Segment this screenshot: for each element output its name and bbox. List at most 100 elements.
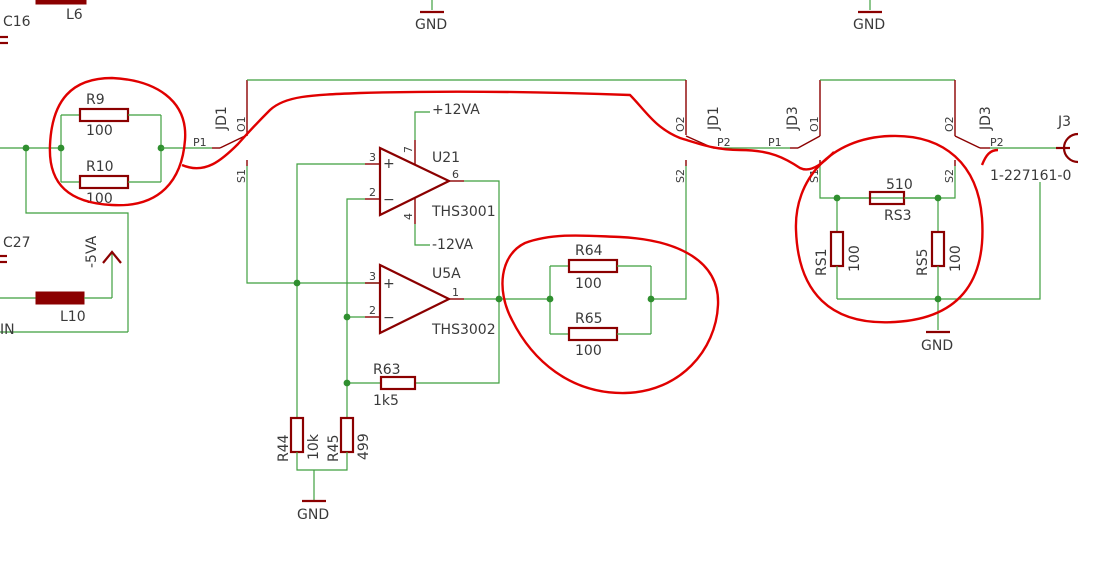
r63-value: 1k5: [373, 393, 399, 409]
jd1-s1-label: S1: [235, 169, 248, 183]
r9-value: 100: [86, 123, 113, 139]
rs3-value: 510: [886, 177, 913, 193]
u5a-pin3-num: 3: [369, 270, 376, 283]
junction-rs1-top: [833, 194, 841, 202]
annotation-tick-right: [980, 148, 999, 166]
u21-out-net: [415, 180, 500, 384]
jd1-p2-label: P2: [717, 136, 731, 149]
rs5-resistor[interactable]: [930, 230, 946, 268]
annotation-circle-attenuator: [794, 134, 984, 324]
j3-connector: J3 1-227161-0: [990, 114, 1079, 184]
u21-minus: −: [383, 192, 395, 208]
u21-opamp: 3 2 + − 6 7 4 U21 THS3001 +12VA -12VA: [296, 102, 500, 418]
annotation-circle-r64-r65: [501, 234, 720, 395]
jd1-o2-label: O2: [674, 116, 687, 132]
r64-r65-parallel: R64 100 R65 100: [546, 243, 655, 359]
r65-ref: R65: [575, 311, 603, 327]
u21-pin4-num: 4: [402, 213, 415, 220]
u5a-triangle[interactable]: [378, 263, 452, 335]
j3-ref: J3: [1057, 114, 1071, 130]
jd1-relay-left: P1 O1 S1 JD1: [193, 80, 380, 284]
neg12va-label: -12VA: [432, 237, 474, 253]
jd1-ref-right: JD1: [706, 106, 722, 131]
pos12va-wire: [414, 111, 430, 140]
neg5va-label: -5VA: [84, 235, 100, 268]
u21-pin3-num: 3: [369, 151, 376, 164]
jd1-p1-label: P1: [193, 136, 207, 149]
u21-pin6-num: 6: [452, 168, 459, 181]
jd3-o1-label: O1: [808, 116, 821, 132]
rs1-resistor[interactable]: [829, 230, 845, 268]
u5a-pin1-num: 1: [452, 286, 459, 299]
jd3-p1-label: P1: [768, 136, 782, 149]
feed-wire-loop: [25, 148, 129, 332]
u21-plus: +: [383, 156, 395, 172]
jd1-s1-to-u5a: [246, 166, 380, 284]
r45-ref: R45: [326, 434, 342, 462]
u5a-plus: +: [383, 276, 395, 292]
u21-pin7-num: 7: [402, 146, 415, 153]
u21-value: THS3001: [431, 204, 496, 220]
jd3-switch-arm-2: [954, 135, 981, 149]
attenuator-network: 510 RS3 RS1 100 RS5 100 GND: [814, 177, 1041, 354]
in-net-label: IN: [0, 322, 15, 338]
r9-r10-parallel: R9 100 R10 100: [0, 92, 212, 207]
jd3-switch-arm: [797, 135, 821, 149]
l6-inductor-body[interactable]: [35, 0, 87, 5]
junction-r64r65-right: [647, 295, 655, 303]
attenuator-ground-bus: [837, 182, 1041, 300]
jd3-o2-label: O2: [943, 116, 956, 132]
gnd-right-label: GND: [921, 338, 953, 354]
jd3-s1-loop: [819, 166, 956, 199]
r45-value: 499: [356, 433, 372, 460]
r63-feedback: R63 1k5: [343, 362, 417, 409]
l10-inductor-body[interactable]: [35, 291, 85, 305]
r9-resistor[interactable]: [78, 107, 130, 123]
r44-ref: R44: [276, 434, 292, 462]
junction-r64r65-left: [546, 295, 554, 303]
c16-ref: C16: [3, 14, 31, 30]
l10-ref: L10: [60, 309, 86, 325]
u5a-value: THS3002: [431, 322, 496, 338]
r63-resistor[interactable]: [379, 375, 417, 391]
jd3-ref-right: JD3: [978, 106, 994, 131]
rs1-ref: RS1: [814, 248, 830, 276]
gnd-top-right-label: GND: [853, 17, 885, 33]
jd1-s2-to-r64: [651, 166, 687, 300]
gnd-bottom-label: GND: [297, 507, 329, 523]
junction-r9r10-left: [57, 144, 65, 152]
r10-resistor[interactable]: [78, 174, 130, 190]
c27-ref: C27: [3, 235, 31, 251]
r44-resistor[interactable]: [289, 416, 305, 454]
jd1-s2-label: S2: [674, 169, 687, 183]
annotation-trace-jd1-bypass: [181, 90, 835, 171]
u21-pin2-num: 2: [369, 186, 376, 199]
junction-u5a-out: [495, 295, 503, 303]
junction-r9-left: [22, 144, 30, 152]
r44-value: 10k: [306, 433, 322, 460]
r65-resistor[interactable]: [567, 326, 619, 342]
junction-r63: [343, 379, 351, 387]
rs1-value: 100: [847, 245, 863, 272]
junction-u5a-pos: [293, 279, 301, 287]
r64-resistor[interactable]: [567, 258, 619, 274]
r64-value: 100: [575, 276, 602, 292]
r63-ref: R63: [373, 362, 401, 378]
u21-in-pos-net: [296, 163, 365, 418]
r64-ref: R64: [575, 243, 603, 259]
r45-resistor[interactable]: [339, 416, 355, 454]
annotation-circle-r9-r10: [48, 76, 187, 207]
rs3-ref: RS3: [884, 208, 912, 224]
rs5-ref: RS5: [915, 248, 931, 276]
j3-value: 1-227161-0: [990, 168, 1071, 184]
jd3-p2-label: P2: [990, 136, 1004, 149]
supply-filter-left: C27 -5VA L10 IN: [0, 148, 129, 338]
rs5-value: 100: [948, 245, 964, 272]
r9-ref: R9: [86, 92, 105, 108]
jd1-relay-right: O2 S2 P2 JD1: [651, 80, 790, 300]
r44-r45-divider: GND R44 10k R45 499: [276, 416, 372, 523]
top-fragments: L6 C16 GND GND: [0, 0, 885, 45]
jd3-s2-label: S2: [943, 169, 956, 183]
u21-in-neg-net: [346, 198, 365, 418]
